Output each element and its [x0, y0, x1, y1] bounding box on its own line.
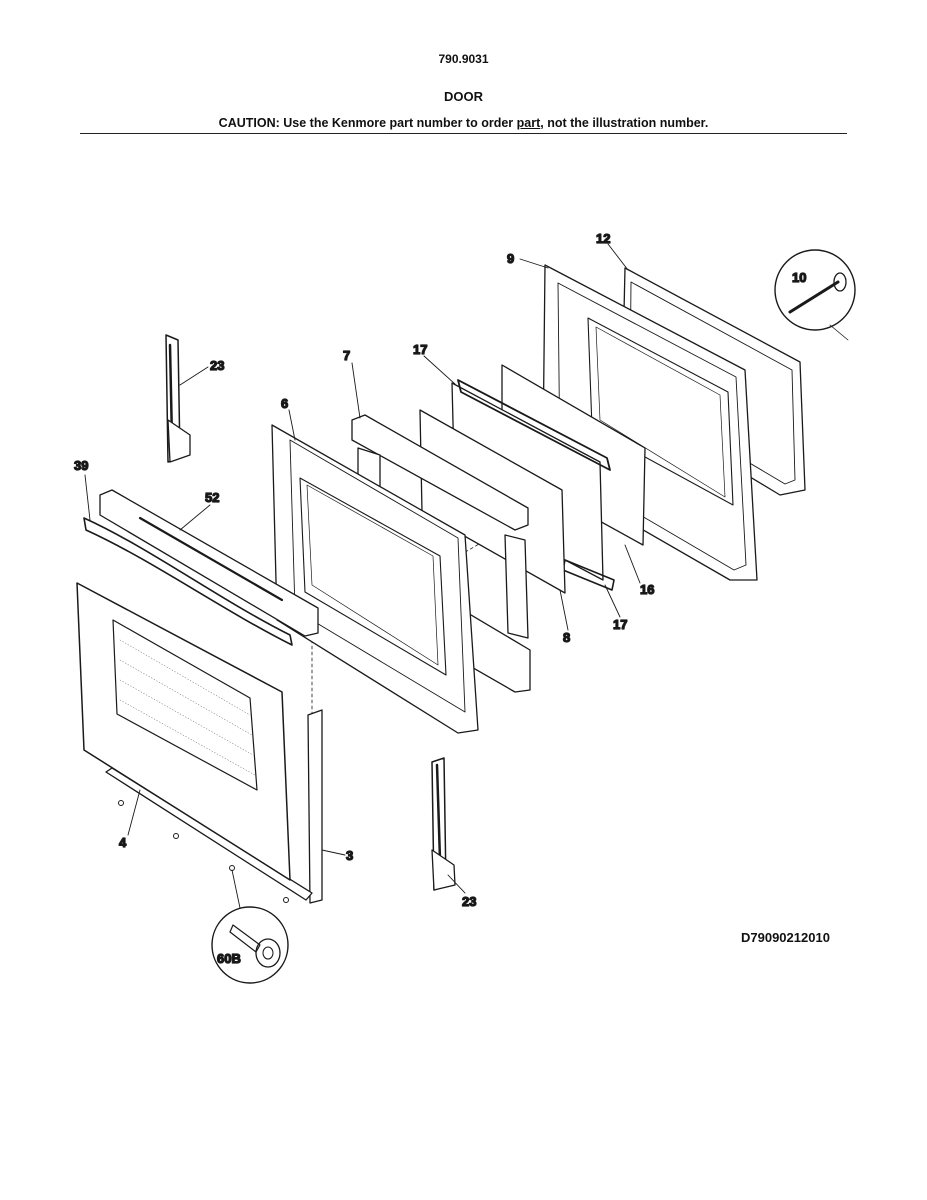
part-23-hinge-upper — [165, 334, 191, 463]
part-39-handle — [83, 517, 293, 646]
callout-10: 10 — [792, 270, 806, 285]
callout-4: 4 — [119, 835, 127, 850]
caution-prefix: CAUTION: Use the Kenmore part number to … — [218, 116, 517, 130]
callout-39: 39 — [74, 458, 88, 473]
callout-8: 8 — [563, 630, 570, 645]
callout-17-lower: 17 — [613, 617, 627, 632]
callout-17-upper: 17 — [413, 342, 427, 357]
callout-23-lower: 23 — [462, 894, 476, 909]
screw-holes — [118, 800, 289, 903]
callout-6: 6 — [281, 396, 288, 411]
callout-7: 7 — [343, 348, 350, 363]
part-23-hinge-lower — [431, 757, 456, 891]
callout-52: 52 — [205, 490, 219, 505]
callout-9: 9 — [507, 251, 514, 266]
part-60b-detail-circle — [211, 869, 289, 984]
diagram-code: D79090212010 — [741, 930, 830, 945]
header-rule — [80, 133, 847, 134]
part-10-detail-circle — [774, 249, 856, 341]
callout-16: 16 — [640, 582, 654, 597]
callout-12: 12 — [596, 231, 610, 246]
caution-suffix: , not the illustration number. — [540, 116, 709, 130]
callout-23-upper: 23 — [210, 358, 224, 373]
part-52-vent-trim — [99, 489, 319, 637]
page-title: DOOR — [444, 89, 483, 104]
part-4-outer-panel — [76, 582, 291, 881]
leader-lines — [84, 243, 641, 894]
model-number: 790.9031 — [438, 52, 489, 66]
caution-note: CAUTION: Use the Kenmore part number to … — [0, 116, 927, 130]
callout-3: 3 — [346, 848, 353, 863]
caution-part-link: part — [516, 116, 541, 130]
part-3-side-trim — [105, 709, 323, 904]
callout-60b: 60B — [217, 951, 241, 966]
